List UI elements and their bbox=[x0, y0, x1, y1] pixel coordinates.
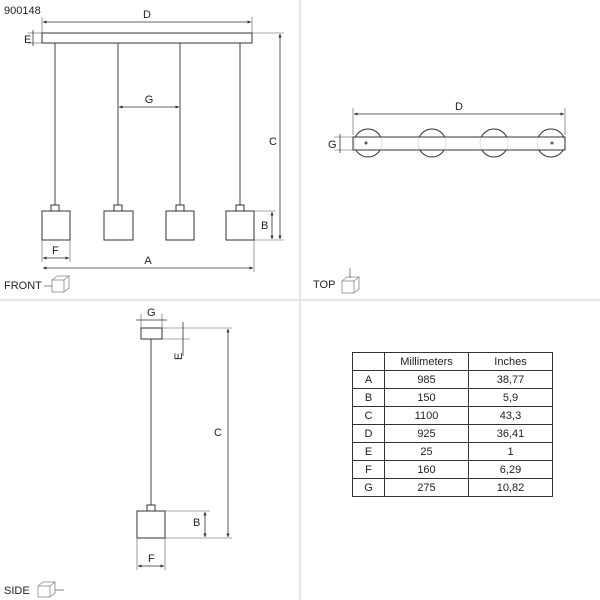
table-row: G 275 10,82 bbox=[352, 478, 553, 497]
table-cell-letter: E bbox=[352, 442, 385, 461]
table-row: C 1100 43,3 bbox=[352, 406, 553, 425]
view-label-side: SIDE bbox=[4, 585, 30, 597]
dim-label-a-front: A bbox=[144, 255, 152, 267]
table-header-cell bbox=[352, 352, 385, 371]
canopy-bar bbox=[41, 32, 253, 44]
table-cell-inches: 36,41 bbox=[468, 424, 553, 443]
view-label-top: TOP bbox=[313, 279, 335, 291]
top-canopy-bar bbox=[352, 136, 566, 151]
table-cell-inches: 43,3 bbox=[468, 406, 553, 425]
table-cell-mm: 985 bbox=[384, 370, 469, 389]
table-cell-mm: 25 bbox=[384, 442, 469, 461]
dim-label-g-side: G bbox=[147, 307, 156, 319]
table-cell-mm: 150 bbox=[384, 388, 469, 407]
top-cube-icon bbox=[341, 268, 361, 294]
side-shade bbox=[136, 504, 166, 539]
table-cell-letter: G bbox=[352, 478, 385, 497]
dim-label-f-front: F bbox=[52, 245, 59, 257]
shade-2 bbox=[103, 204, 134, 241]
dim-label-e-side: E bbox=[173, 353, 185, 360]
table-header-row: Millimeters Inches bbox=[352, 352, 553, 371]
dim-label-b-side: B bbox=[193, 517, 200, 529]
table-cell-inches: 10,82 bbox=[468, 478, 553, 497]
dim-label-c-side: C bbox=[214, 427, 222, 439]
table-cell-mm: 160 bbox=[384, 460, 469, 479]
table-row: B 150 5,9 bbox=[352, 388, 553, 407]
dim-label-b-front: B bbox=[261, 220, 268, 232]
shade-1 bbox=[41, 204, 71, 241]
view-label-front: FRONT bbox=[4, 280, 42, 292]
front-cube-icon bbox=[44, 275, 71, 293]
dim-label-c-front: C bbox=[269, 136, 277, 148]
table-row: A 985 38,77 bbox=[352, 370, 553, 389]
table-cell-inches: 1 bbox=[468, 442, 553, 461]
side-view: G E C B F SIDE bbox=[4, 307, 232, 598]
table-cell-inches: 5,9 bbox=[468, 388, 553, 407]
dimensions-table: Millimeters Inches A 985 38,77 B 150 5,9… bbox=[352, 352, 553, 497]
table-header-cell: Inches bbox=[468, 352, 553, 371]
table-cell-mm: 925 bbox=[384, 424, 469, 443]
table-header-cell: Millimeters bbox=[384, 352, 469, 371]
dim-label-d-front: D bbox=[143, 9, 151, 21]
product-code: 900148 bbox=[4, 5, 41, 17]
dim-label-e-front: E bbox=[24, 34, 31, 46]
top-view: D G TOP bbox=[313, 101, 566, 294]
side-cube-icon bbox=[37, 581, 64, 598]
table-cell-letter: C bbox=[352, 406, 385, 425]
front-view: D E G bbox=[4, 9, 284, 293]
table-cell-letter: B bbox=[352, 388, 385, 407]
table-cell-inches: 38,77 bbox=[468, 370, 553, 389]
dim-label-g-top: G bbox=[328, 139, 337, 151]
table-cell-inches: 6,29 bbox=[468, 460, 553, 479]
table-row: D 925 36,41 bbox=[352, 424, 553, 443]
dim-label-d-top: D bbox=[455, 101, 463, 113]
table-cell-letter: F bbox=[352, 460, 385, 479]
shade-4 bbox=[225, 204, 255, 241]
table-row: F 160 6,29 bbox=[352, 460, 553, 479]
table-cell-letter: A bbox=[352, 370, 385, 389]
dim-label-g-front: G bbox=[145, 94, 154, 106]
shade-3 bbox=[165, 204, 195, 241]
table-row: E 25 1 bbox=[352, 442, 553, 461]
dim-label-f-side: F bbox=[148, 553, 155, 565]
side-canopy bbox=[140, 327, 163, 340]
table-cell-letter: D bbox=[352, 424, 385, 443]
table-cell-mm: 275 bbox=[384, 478, 469, 497]
table-cell-mm: 1100 bbox=[384, 406, 469, 425]
